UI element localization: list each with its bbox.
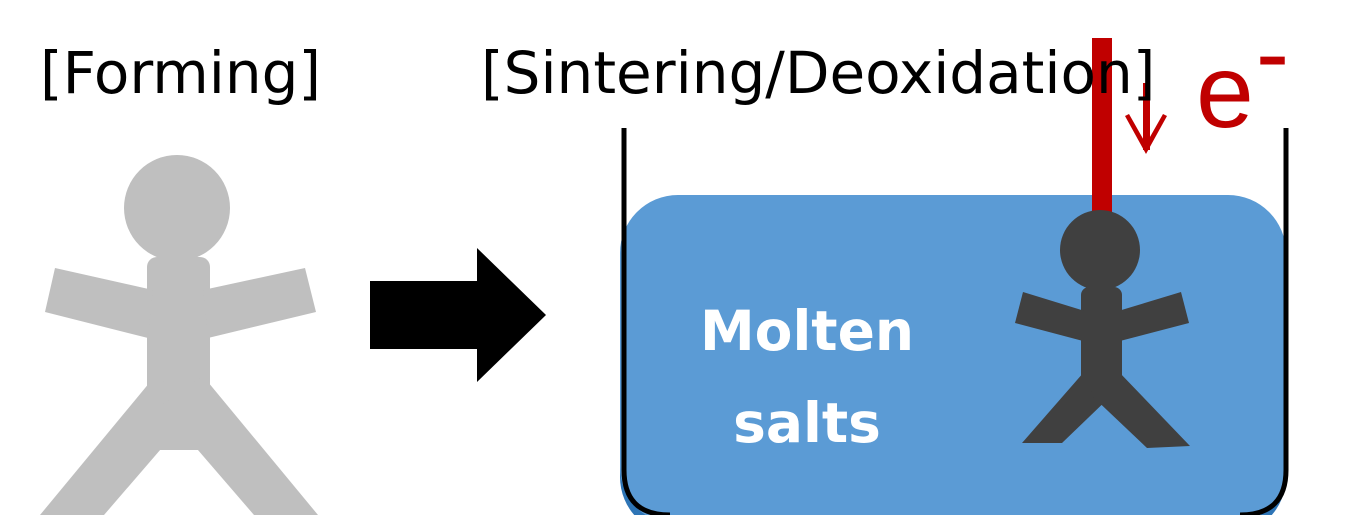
process-arrow-icon [370, 248, 546, 382]
crucible-outline [621, 128, 1289, 515]
sintered-figure-icon [1015, 210, 1190, 448]
molten-salts-label-line-1: Molten [699, 299, 915, 363]
formed-figure-icon [40, 155, 318, 515]
formed-figure-right-leg [160, 376, 318, 515]
electrode-rod [1092, 38, 1112, 235]
electron-base: e [1196, 34, 1254, 150]
sintered-figure-left-arm [1015, 292, 1088, 341]
current-down-arrow-icon [1125, 83, 1167, 154]
formed-figure-right-arm [203, 268, 316, 338]
formed-figure-left-arm [45, 268, 153, 338]
sintered-figure-torso [1081, 287, 1122, 393]
sintered-figure-right-leg [1089, 372, 1190, 448]
sintered-figure-left-leg [1022, 372, 1114, 443]
formed-figure-left-leg [40, 376, 198, 515]
formed-figure-head [124, 155, 230, 261]
forming-stage-label: [Forming] [40, 39, 322, 107]
sintered-figure-head [1060, 210, 1140, 290]
sintering-stage-label: [Sintering/Deoxidation] [481, 39, 1156, 107]
sintered-figure-right-arm [1115, 292, 1189, 341]
electron-charge: - [1255, 0, 1290, 109]
molten-salts-label-line-2: salts [733, 391, 881, 455]
electron-symbol: e- [1196, 3, 1289, 144]
